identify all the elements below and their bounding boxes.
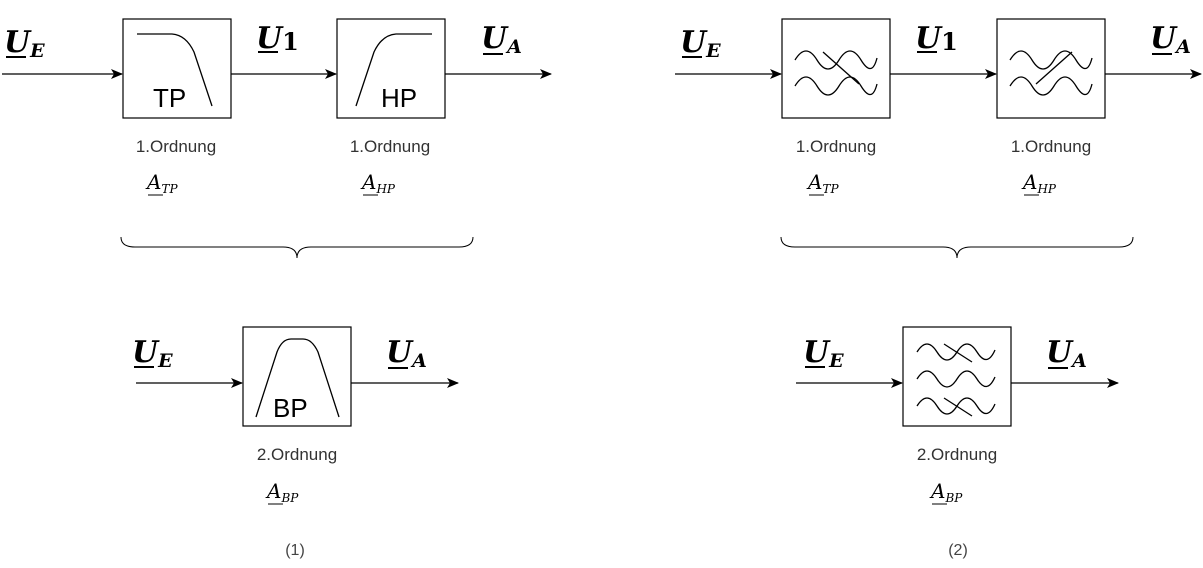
hp-block-left: HP (336, 18, 446, 119)
svg-text:AHP: AHP (360, 170, 396, 196)
svg-text:U1: U1 (256, 21, 299, 56)
bp-block-right (902, 326, 1012, 427)
tp-order-right: 1.Ordnung (796, 137, 876, 156)
panel-2: UE 1.Ordnung ATP U1 (675, 18, 1202, 559)
tp-block-left: TP (122, 18, 232, 119)
caption-2: (2) (948, 542, 968, 559)
gain-atp-left: ATP (145, 170, 178, 196)
brace-right (780, 236, 1134, 259)
svg-text:UA: UA (481, 21, 522, 58)
bp-order-left: 2.Ordnung (257, 445, 337, 464)
hp-label: HP (381, 83, 417, 113)
gain-abp-left: ABP (265, 479, 299, 505)
gain-ahp-right: AHP (1021, 170, 1057, 196)
label-ue-top-left: UE (4, 25, 45, 62)
svg-text:UA: UA (1150, 21, 1191, 58)
panel-1: UE TP 1.Ordnung ATP U1 HP 1.Ordnung (2, 18, 552, 559)
gain-abp-right: ABP (929, 479, 963, 505)
svg-text:ABP: ABP (265, 479, 299, 505)
bp-label: BP (273, 393, 308, 423)
hp-block-right (996, 18, 1106, 119)
caption-1: (1) (285, 542, 305, 559)
svg-text:UE: UE (680, 25, 721, 62)
hp-order-right: 1.Ordnung (1011, 137, 1091, 156)
gain-atp-right: ATP (806, 170, 839, 196)
svg-text:ATP: ATP (806, 170, 839, 196)
bp-order-right: 2.Ordnung (917, 445, 997, 464)
svg-text:UE: UE (4, 25, 45, 62)
highpass-wave-icon (1009, 50, 1093, 96)
svg-text:UA: UA (1046, 335, 1087, 372)
label-u1-left: U1 (256, 21, 299, 56)
bandpass-wave-icon (916, 343, 996, 417)
label-u1-right: U1 (915, 21, 958, 56)
svg-text:UE: UE (803, 335, 844, 372)
brace-left (120, 236, 474, 259)
lowpass-curve-icon (137, 33, 213, 107)
highpass-curve-icon (355, 33, 432, 107)
label-ue-bottom-left: UE (132, 335, 173, 372)
svg-text:UE: UE (132, 335, 173, 372)
svg-text:U1: U1 (915, 21, 958, 56)
lowpass-wave-icon (794, 50, 878, 96)
tp-order-left: 1.Ordnung (136, 137, 216, 156)
tp-label: TP (153, 83, 186, 113)
hp-order-left: 1.Ordnung (350, 137, 430, 156)
label-ua-bottom-right: UA (1046, 335, 1087, 372)
svg-text:UA: UA (386, 335, 427, 372)
tp-block-right (781, 18, 891, 119)
label-ue-bottom-right: UE (803, 335, 844, 372)
svg-text:ATP: ATP (145, 170, 178, 196)
gain-ahp-left: AHP (360, 170, 396, 196)
label-ua-bottom-left: UA (386, 335, 427, 372)
svg-text:ABP: ABP (929, 479, 963, 505)
label-ue-top-right: UE (680, 25, 721, 62)
bandpass-curve-icon (255, 338, 340, 418)
label-ua-top-left: UA (481, 21, 522, 58)
bp-block-left: BP (242, 326, 352, 427)
label-ua-top-right: UA (1150, 21, 1191, 58)
svg-text:AHP: AHP (1021, 170, 1057, 196)
